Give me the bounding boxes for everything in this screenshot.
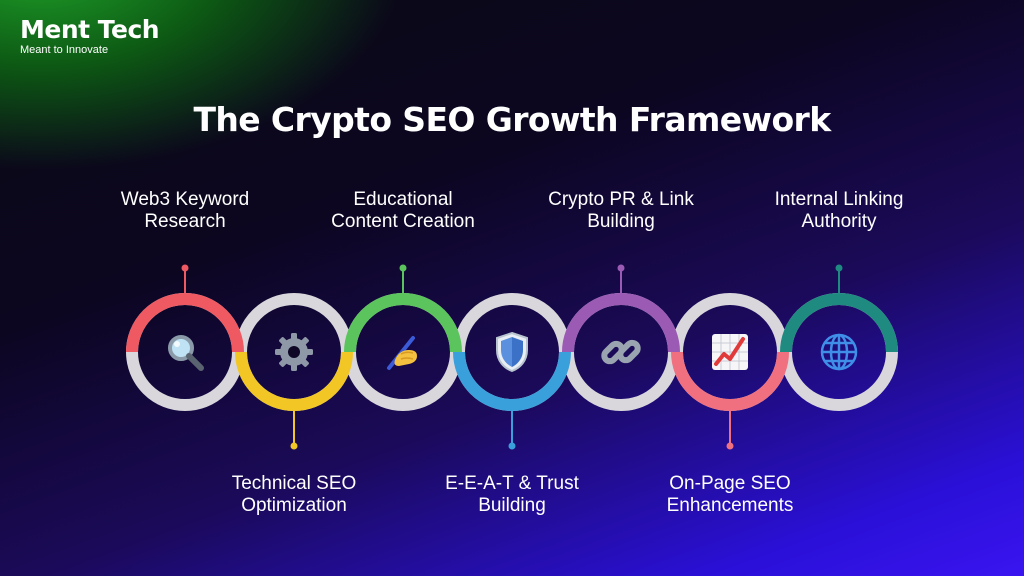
step-5-line-2: Building — [587, 211, 655, 232]
logo-tagline: Meant to Innovate — [20, 44, 109, 56]
step-label-1: Web3 Keyword Research — [85, 189, 285, 233]
magnifier-icon — [160, 327, 210, 377]
connector-dot-7 — [835, 264, 843, 272]
arc-step-3 — [344, 293, 462, 353]
page-title: The Crypto SEO Growth Framework — [193, 100, 831, 139]
step-6-line-1: On-Page SEO — [669, 473, 791, 494]
writing-hand-icon — [378, 327, 428, 377]
connector-dot-4 — [508, 442, 516, 450]
step-label-5: Crypto PR & Link Building — [521, 189, 721, 233]
step-2-line-1: Technical SEO — [231, 473, 357, 494]
step-3-line-2: Content Creation — [331, 211, 475, 232]
step-label-2: Technical SEO Optimization — [194, 473, 394, 517]
step-5-line-1: Crypto PR & Link — [548, 189, 694, 210]
step-3-line-1: Educational — [353, 189, 453, 210]
arc-step-4 — [453, 351, 571, 411]
logo-title: Ment Tech — [20, 15, 160, 44]
connector-dot-6 — [726, 442, 734, 450]
step-1-line-2: Research — [144, 211, 226, 232]
gear-icon — [269, 327, 319, 377]
shield-icon — [487, 327, 537, 377]
brand-logo[interactable]: Ment Tech Meant to Innovate — [20, 15, 160, 57]
step-label-3: Educational Content Creation — [303, 189, 503, 233]
colored-arcs — [126, 293, 898, 411]
step-label-4: E-E-A-T & Trust Building — [412, 473, 612, 517]
link-icon — [596, 327, 646, 377]
step-6-line-2: Enhancements — [666, 495, 794, 516]
step-7-line-1: Internal Linking — [774, 189, 904, 210]
step-label-6: On-Page SEO Enhancements — [630, 473, 830, 517]
step-1-line-1: Web3 Keyword — [120, 189, 250, 210]
connector-dot-3 — [399, 264, 407, 272]
step-label-7: Internal Linking Authority — [739, 189, 939, 233]
step-4-line-1: E-E-A-T & Trust — [445, 473, 579, 494]
arc-step-2 — [235, 351, 353, 411]
connectors — [181, 264, 843, 450]
connector-dot-1 — [181, 264, 189, 272]
step-2-line-2: Optimization — [241, 495, 347, 516]
chart-icon — [705, 327, 755, 377]
arc-step-5 — [562, 293, 680, 353]
arc-step-1 — [126, 293, 244, 353]
arc-step-6 — [671, 351, 789, 411]
connector-dot-2 — [290, 442, 298, 450]
step-4-line-2: Building — [478, 495, 546, 516]
step-7-line-2: Authority — [801, 211, 877, 232]
globe-icon — [814, 327, 864, 377]
connector-dot-5 — [617, 264, 625, 272]
arc-step-7 — [780, 293, 898, 353]
